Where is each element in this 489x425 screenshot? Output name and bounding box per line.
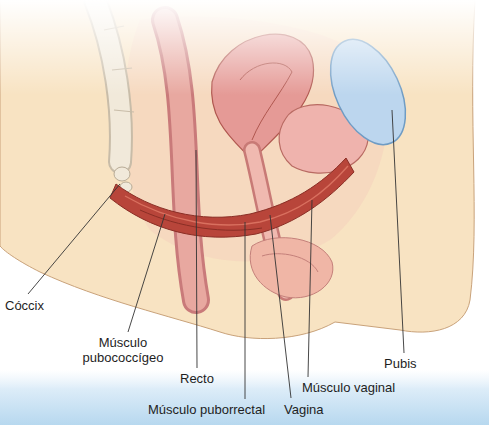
leader-line [308,200,312,377]
leader-line [196,150,197,368]
part-label: Músculo vaginal [302,380,395,395]
part-label: Recto [180,371,214,386]
leader-line [270,215,291,398]
muscle-fibre [140,210,262,230]
top-fade [0,0,489,95]
leader-line [28,184,120,294]
part-label: Vagina [284,402,324,417]
vertebra-line [114,110,134,112]
muscle-fibre [125,166,348,225]
leader-line [245,222,246,399]
part-label: Pubis [384,356,417,371]
part-label: Músculo puborrectal [148,402,265,417]
part-label: Cóccix [5,298,44,313]
coccyx-segment [114,167,130,181]
pelvic-floor-muscle [110,158,354,237]
leader-line [392,110,404,353]
bottom-band [0,370,489,425]
vulva [250,238,333,298]
part-label: Músculo pubococcígeo [80,335,166,365]
vulva-fold [262,254,318,272]
leader-line [128,214,165,332]
